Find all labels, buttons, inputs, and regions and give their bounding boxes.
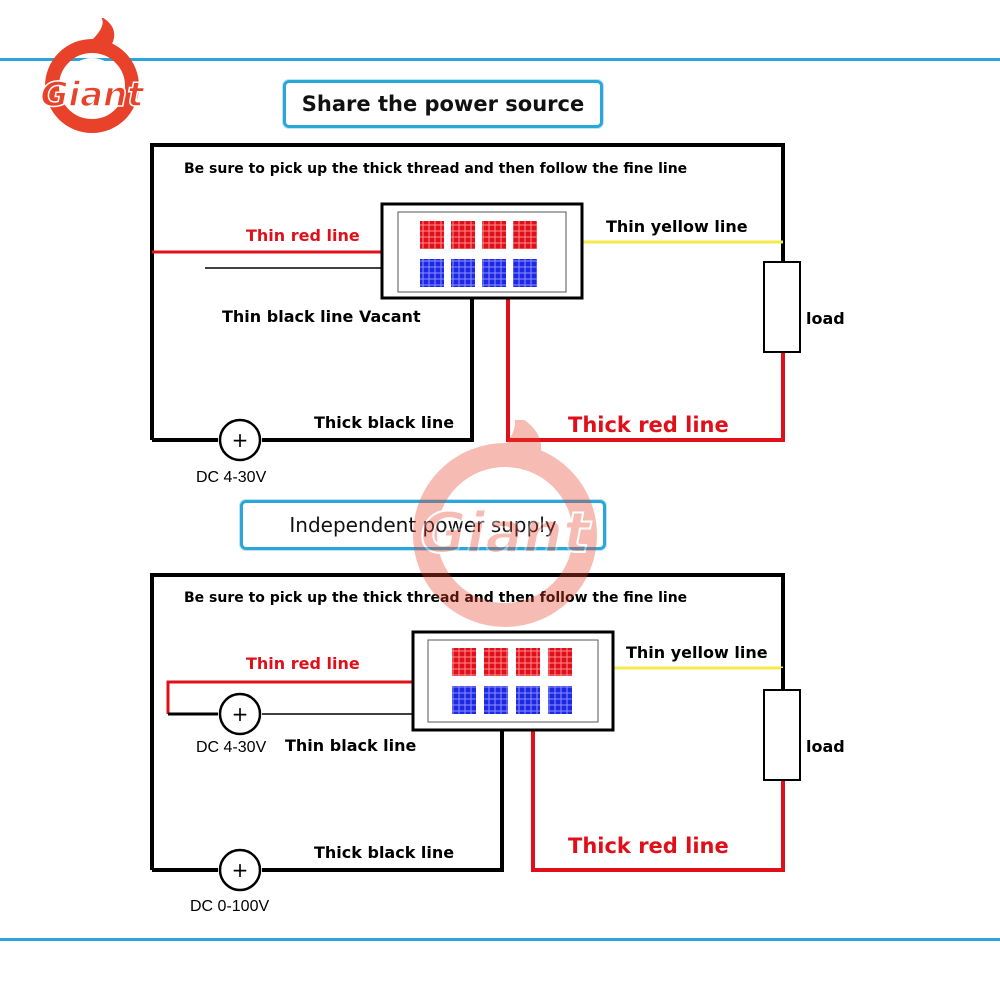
meter-1-digits-top bbox=[420, 221, 537, 249]
dc-source-2b bbox=[218, 848, 262, 892]
label-thick-black-1: Thick black line bbox=[314, 413, 454, 432]
label-thin-yellow-2: Thin yellow line bbox=[626, 643, 768, 662]
label-thin-red-2: Thin red line bbox=[246, 654, 360, 673]
diagram-independent: + + Be sure to pick up the thick thread … bbox=[150, 573, 845, 915]
label-thin-yellow-1: Thin yellow line bbox=[606, 217, 748, 236]
thick-red-wire-1 bbox=[506, 296, 785, 442]
dc-source-2a bbox=[218, 692, 262, 736]
thick-black-wire-2 bbox=[150, 573, 785, 870]
label-thin-black-1: Thin black line Vacant bbox=[222, 307, 421, 326]
source-symbol-1: + bbox=[232, 428, 249, 452]
thick-red-wire-2 bbox=[531, 730, 785, 872]
meter-1-digits-bottom bbox=[420, 259, 537, 287]
label-source-2a: DC 4-30V bbox=[196, 739, 267, 756]
source-symbol-2b: + bbox=[232, 858, 249, 882]
label-thick-red-2: Thick red line bbox=[568, 834, 729, 858]
load-resistor-2 bbox=[763, 689, 801, 781]
giant-logo: Giant bbox=[40, 18, 146, 133]
label-source-1: DC 4-30V bbox=[196, 469, 267, 486]
note-1: Be sure to pick up the thick thread and … bbox=[184, 161, 687, 177]
section-title-shared-text: Share the power source bbox=[301, 92, 585, 116]
label-load-2: load bbox=[806, 737, 845, 756]
section-title-shared: Share the power source bbox=[283, 80, 603, 128]
label-thick-black-2: Thick black line bbox=[314, 843, 454, 862]
top-rule bbox=[0, 58, 1000, 61]
section-title-independent: Independent power supply bbox=[240, 500, 606, 550]
note-2: Be sure to pick up the thick thread and … bbox=[184, 590, 687, 606]
thick-black-wire-1 bbox=[150, 143, 785, 440]
label-source-2b: DC 0-100V bbox=[190, 898, 269, 915]
meter-2-digits-bottom bbox=[452, 686, 572, 714]
label-thin-black-2: Thin black line bbox=[285, 736, 417, 755]
source-symbol-2a: + bbox=[232, 702, 249, 726]
diagram-shared: + Be sure to pick up the thick thread an… bbox=[150, 143, 845, 486]
bottom-rule bbox=[0, 938, 1000, 941]
label-thin-red-1: Thin red line bbox=[246, 226, 360, 245]
dc-source-1 bbox=[218, 418, 262, 462]
thick-black-return-2 bbox=[152, 730, 504, 872]
label-load-1: load bbox=[806, 309, 845, 328]
load-resistor-1 bbox=[763, 261, 801, 353]
logo-text: Giant bbox=[41, 75, 146, 115]
section-title-independent-text: Independent power supply bbox=[289, 513, 557, 537]
thin-red-wire-2 bbox=[166, 680, 413, 714]
thick-black-return-1 bbox=[152, 290, 474, 442]
meter-2-digits-top bbox=[452, 648, 572, 676]
label-thick-red-1: Thick red line bbox=[568, 413, 729, 437]
